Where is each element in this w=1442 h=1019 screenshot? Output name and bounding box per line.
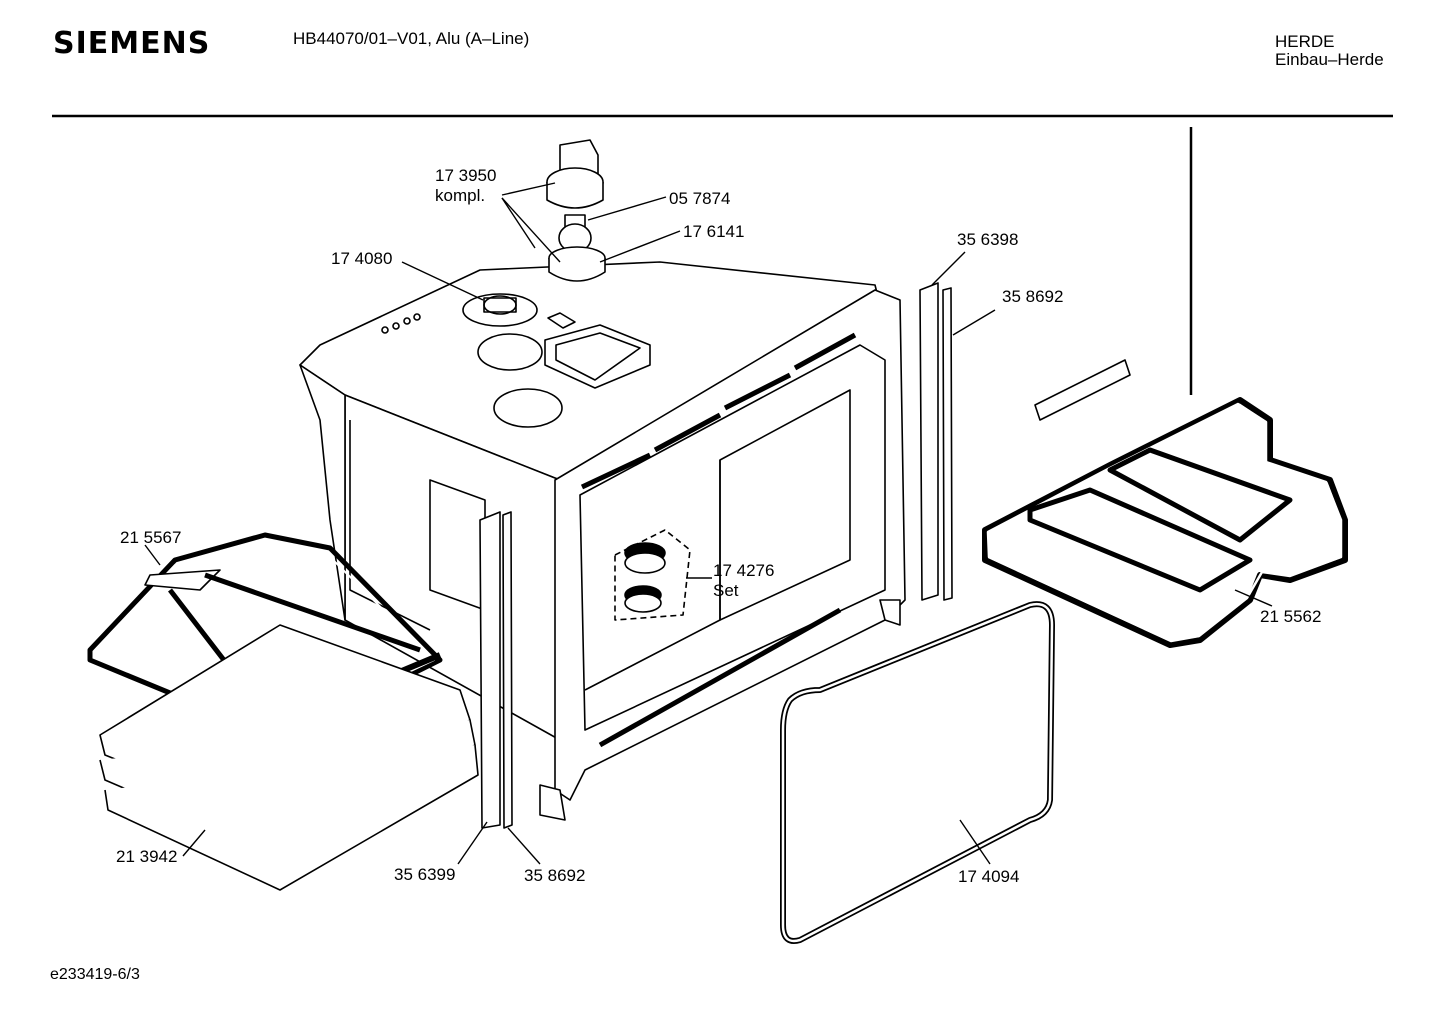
part-number: 35 8692: [1002, 287, 1064, 306]
thermostat-assembly: [546, 139, 606, 282]
part-label-358692-left: 35 8692: [524, 866, 585, 886]
part-label-215567: 21 5567: [120, 528, 181, 548]
left-side-rails: [479, 511, 513, 829]
right-side-rails: [919, 282, 953, 601]
part-number: 21 3942: [116, 847, 178, 866]
part-label-356398: 35 6398: [957, 230, 1018, 250]
part-label-215562: 21 5562: [1260, 607, 1321, 627]
part-note: kompl.: [435, 186, 486, 205]
category-line-1: HERDE: [1275, 32, 1335, 51]
part-number: 35 6398: [957, 230, 1019, 249]
top-heating-element: [982, 359, 1348, 648]
part-label-358692-right: 35 8692: [1002, 287, 1063, 307]
part-number: 05 7874: [669, 189, 731, 208]
part-label-174080: 17 4080: [331, 249, 392, 269]
leader-lines: [144, 182, 1273, 865]
part-number: 17 4276: [713, 561, 775, 580]
category-label: HERDE Einbau–Herde: [1275, 33, 1384, 69]
brand-logo: SIEMENS: [53, 26, 211, 61]
model-number: HB44070/01–V01, Alu (A–Line): [293, 29, 530, 48]
part-label-176141: 17 6141: [683, 222, 744, 242]
document-id: e233419-6/3: [50, 966, 140, 983]
part-label-213942: 21 3942: [116, 847, 177, 867]
part-number: 17 6141: [683, 222, 745, 241]
part-label-356399: 35 6399: [394, 865, 455, 885]
part-label-174094: 17 4094: [958, 867, 1019, 887]
part-number: 35 8692: [524, 866, 586, 885]
part-number: 21 5562: [1260, 607, 1322, 626]
door-gasket: [780, 601, 1055, 944]
part-number: 17 3950: [435, 166, 497, 185]
part-number: 35 6399: [394, 865, 456, 884]
part-note: Set: [713, 581, 739, 600]
part-label-057874: 05 7874: [669, 189, 730, 209]
part-label-173950: 17 3950 kompl.: [435, 166, 496, 206]
part-label-174276: 17 4276 Set: [713, 561, 774, 601]
baking-tray: [99, 624, 479, 891]
part-number: 17 4080: [331, 249, 393, 268]
lamp-set: [614, 529, 691, 621]
part-number: 21 5567: [120, 528, 182, 547]
category-line-2: Einbau–Herde: [1275, 50, 1384, 69]
part-number: 17 4094: [958, 867, 1020, 886]
convection-fan: [462, 293, 538, 327]
